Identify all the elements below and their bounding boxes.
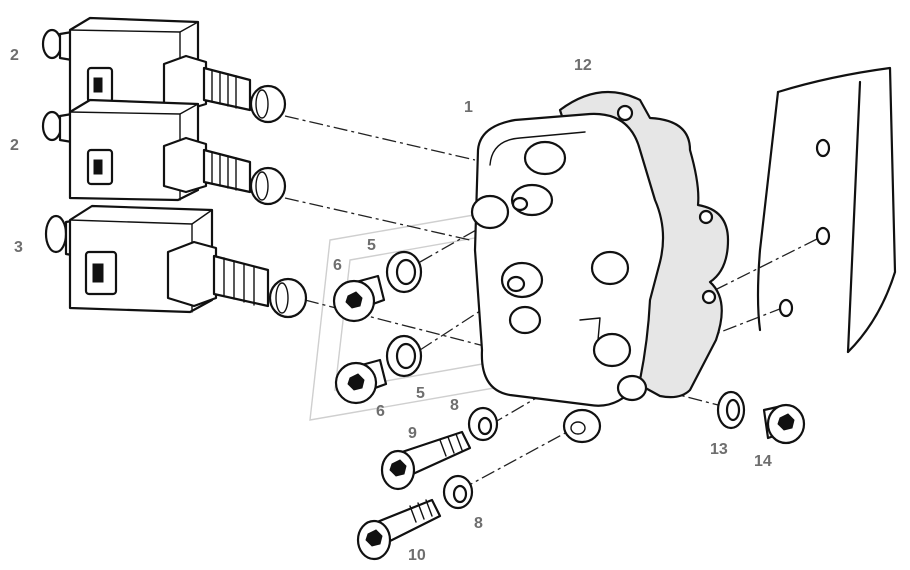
label-14: 14 (754, 453, 772, 470)
plug-14 (762, 403, 806, 445)
seal-ring-lower (385, 334, 423, 378)
washer-lower (442, 474, 474, 510)
plug-upper (332, 274, 386, 323)
label-9: 9 (408, 425, 417, 442)
label-3: 3 (14, 239, 23, 256)
label-12: 12 (574, 57, 592, 74)
label-2-middle: 2 (10, 137, 19, 154)
seal-ring-13 (716, 390, 746, 430)
label-5-upper: 5 (367, 237, 376, 254)
label-2-top: 2 (10, 47, 19, 64)
label-10: 10 (408, 547, 426, 564)
screw-9 (380, 430, 472, 491)
mounting-wall (756, 66, 897, 354)
label-1: 1 (464, 99, 473, 116)
plug-lower (334, 358, 388, 405)
label-8-upper: 8 (450, 397, 459, 414)
screw-10 (356, 498, 442, 561)
label-6-upper: 6 (333, 257, 342, 274)
solenoid-valve-bottom (44, 204, 308, 319)
valve-body (470, 112, 665, 444)
washer-upper (467, 406, 499, 442)
solenoid-valve-top (41, 16, 287, 124)
label-8-lower: 8 (474, 515, 483, 532)
label-13: 13 (710, 441, 728, 458)
label-5-lower: 5 (416, 385, 425, 402)
label-6-lower: 6 (376, 403, 385, 420)
seal-ring-upper (385, 250, 423, 294)
callout-labels: 2 2 3 1 12 5 6 5 6 8 9 8 10 13 14 (10, 47, 772, 564)
solenoid-valve-middle (41, 98, 287, 206)
